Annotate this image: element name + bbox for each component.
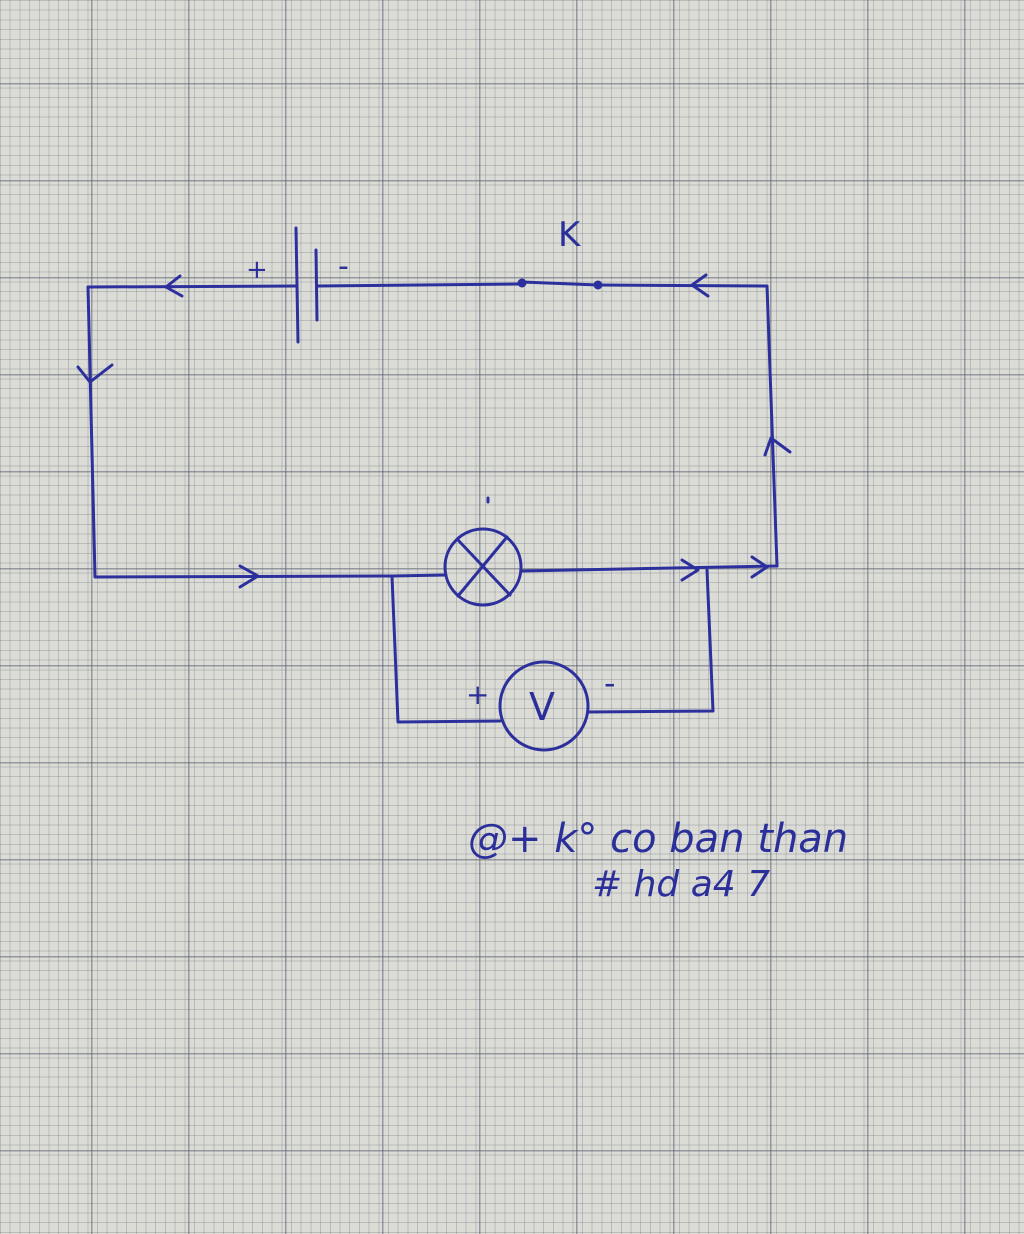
wire-voltmeter-right [586, 568, 715, 714]
battery-plus-label: + [246, 255, 268, 285]
battery-minus-label: - [338, 249, 349, 284]
lamp-circle [443, 527, 523, 607]
note-line-1: @+ k° co ban than [468, 816, 848, 862]
battery-short-plate [314, 248, 319, 322]
arrow-icon [164, 274, 184, 298]
wire-top-middle [316, 282, 522, 288]
arrow-icon [763, 436, 792, 457]
arrow-icon [238, 564, 260, 589]
arrow-icon [690, 273, 710, 298]
arrow-icon [750, 555, 769, 579]
wire-top-left [86, 284, 299, 289]
switch-label: K [558, 215, 582, 255]
wire-top-right [596, 283, 779, 568]
switch-contact-left [517, 278, 527, 288]
wire-to-lamp [390, 573, 448, 578]
voltmeter-plus-label: + [466, 678, 489, 711]
voltmeter-minus-label: - [604, 664, 616, 702]
note-line-2: # hd a4 7 [592, 864, 770, 905]
wire-from-lamp [519, 564, 779, 573]
arrow-icon [680, 558, 700, 582]
voltmeter-symbol: V [529, 685, 555, 729]
arrow-icon [76, 363, 114, 384]
wire-voltmeter-left [390, 574, 502, 724]
switch-blade [520, 280, 600, 287]
battery-long-plate [294, 226, 300, 344]
lamp-cross [456, 535, 512, 598]
voltmeter-circle [498, 660, 590, 752]
wire-left [86, 285, 394, 579]
